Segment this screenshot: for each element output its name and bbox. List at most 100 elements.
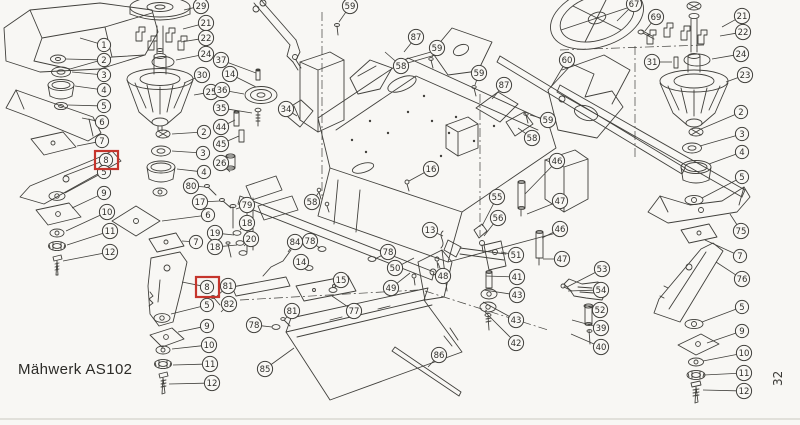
red-highlight-box [194,275,221,299]
callout-number: 20 [246,235,257,245]
callout-number: 60 [562,56,573,66]
callout-number: 78 [249,321,260,331]
callout-leader-line [500,251,509,254]
callout-circle [548,152,566,170]
callout-circle [345,302,363,320]
callout-47: 47 [543,250,571,268]
callout-number: 87 [411,33,422,43]
discharge-chute-drawing [285,287,463,401]
callout-circle [303,193,321,211]
callout-number: 11 [205,360,216,370]
callout-46: 46 [524,152,566,195]
callout-2: 2 [700,104,749,130]
callout-number: 58 [396,62,407,72]
callout-circle [206,238,224,256]
callout-number: 18 [210,243,221,253]
callout-number: 51 [511,251,522,261]
callout-number: 7 [193,238,198,248]
callout-number: 10 [102,208,113,218]
callout-49: 49 [382,272,411,297]
callout-number: 75 [736,227,747,237]
callout-leader-line [701,179,737,199]
callout-leader-line [616,9,629,22]
callout-number: 43 [511,316,522,326]
callout-circle [203,374,221,392]
driveshaft-drawing [252,0,302,71]
callout-leader-line [550,66,564,88]
callout-circle [256,360,274,378]
diagram-title: Mähwerk AS102 [18,361,132,378]
callout-15: 15 [332,271,350,289]
callout-number: 2 [738,108,743,118]
callout-circle [430,346,448,364]
callout-50: 50 [386,257,415,277]
callout-leader-line [74,85,98,90]
callout-circle [421,221,439,239]
callout-leader-line [226,168,231,173]
callout-number: 69 [651,13,662,23]
callout-leader-line [700,114,736,130]
callout-number: 37 [216,56,227,66]
callout-79: 79 [235,196,256,214]
callout-leader-line [171,345,202,350]
callout-number: 9 [739,327,744,337]
callout-number: 84 [290,238,301,248]
callout-circle [422,160,440,178]
callout-leader-line [207,200,221,202]
callout-circle [434,267,452,285]
callout-leader-line [177,326,201,333]
callout-leader-line [474,80,477,86]
callout-3: 3 [171,145,211,161]
callout-circle [200,207,216,223]
callout-circle [277,100,295,118]
callout-leader-line [699,135,736,147]
callout-leader-line [222,233,235,236]
callout-9: 9 [706,323,750,344]
callout-number: 85 [260,365,271,375]
callout-number: 43 [512,291,523,301]
callout-number: 22 [738,28,749,38]
callout-number: 56 [493,214,504,224]
callout-leader-line [729,213,738,225]
callout-number: 54 [596,286,607,296]
callout-number: 4 [101,86,106,96]
callout-number: 59 [432,44,443,54]
callout-number: 2 [201,128,206,138]
callout-59: 59 [470,64,488,86]
callout-leader-line [198,186,206,188]
callout-circle [238,196,256,214]
callout-circle [539,111,557,129]
callout-leader-line [437,262,441,270]
red-highlight-box [93,149,120,171]
callout-leader-line [76,141,96,147]
callout-leader-line [170,306,201,315]
callout-number: 45 [216,140,227,150]
callout-number: 5 [204,301,209,311]
callout-circle [96,82,112,98]
callout-circle [101,243,119,261]
callout-circle [551,220,569,238]
callout-number: 18 [242,219,253,229]
callout-leader-line [570,333,595,345]
callout-leader-line [193,92,204,96]
callout-leader-line [182,24,199,30]
callout-circle [96,52,112,68]
callout-59: 59 [529,111,557,129]
callout-circle [199,297,215,313]
centerlines-drawing [239,12,705,331]
callout-circle [643,53,661,71]
callout-circle [379,243,397,261]
callout-18: 18 [238,214,256,232]
callout-leader-line [644,22,652,32]
callout-23: 23 [725,66,754,84]
left-hardware-stack-drawing [5,54,122,276]
callout-number: 2 [101,56,106,66]
callout-number: 36 [217,86,228,96]
callout-number: 30 [197,71,208,81]
callout-78: 78 [245,316,273,334]
callout-circle [182,177,200,195]
callout-circle [332,271,350,289]
callout-number: 21 [737,12,748,22]
callout-circle [193,66,211,84]
